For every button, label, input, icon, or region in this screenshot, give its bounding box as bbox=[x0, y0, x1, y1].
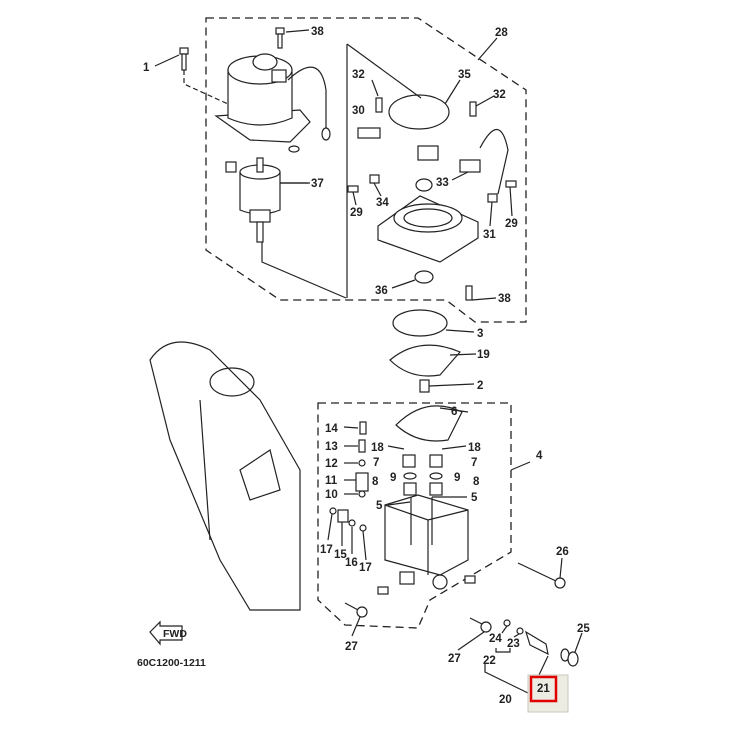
o-ring-3 bbox=[392, 309, 448, 337]
callout[interactable]: 32 bbox=[352, 69, 365, 81]
screw-32-left bbox=[375, 97, 383, 113]
bolt-26 bbox=[554, 577, 566, 589]
callout[interactable]: 27 bbox=[345, 641, 358, 653]
callout[interactable]: 5 bbox=[376, 500, 383, 512]
callout[interactable]: 31 bbox=[483, 229, 496, 241]
screw-38-top bbox=[275, 27, 285, 49]
callout[interactable]: 8 bbox=[372, 476, 379, 488]
callout[interactable]: 25 bbox=[577, 623, 590, 635]
brush-31 bbox=[487, 193, 498, 203]
callout[interactable]: 30 bbox=[352, 105, 365, 117]
callout[interactable]: 7 bbox=[471, 457, 477, 469]
callout[interactable]: 5 bbox=[471, 492, 478, 504]
filter-2 bbox=[419, 379, 430, 393]
brush-holder-30 bbox=[357, 127, 381, 139]
callout[interactable]: 14 bbox=[325, 423, 338, 435]
callout[interactable]: 16 bbox=[345, 557, 358, 569]
spring-29-right bbox=[505, 180, 517, 188]
spring-14 bbox=[359, 421, 367, 435]
callout[interactable]: 37 bbox=[311, 178, 324, 190]
callout[interactable]: 27 bbox=[448, 653, 461, 665]
motor-housing bbox=[214, 53, 311, 143]
terminal bbox=[417, 145, 439, 161]
callout[interactable]: 15 bbox=[334, 549, 347, 561]
callout[interactable]: 9 bbox=[454, 472, 460, 484]
callout[interactable]: 34 bbox=[376, 197, 389, 209]
callout[interactable]: 3 bbox=[477, 328, 483, 340]
callout[interactable]: 24 bbox=[489, 633, 502, 645]
callout[interactable]: 18 bbox=[468, 442, 481, 454]
valve-11 bbox=[355, 472, 369, 492]
callout[interactable]: 6 bbox=[451, 406, 457, 418]
callout[interactable]: 33 bbox=[436, 177, 449, 189]
callout[interactable]: 7 bbox=[373, 457, 379, 469]
plate-19 bbox=[389, 344, 461, 377]
callout[interactable]: 26 bbox=[556, 546, 569, 558]
callout[interactable]: 17 bbox=[320, 544, 333, 556]
svg-text:FWD: FWD bbox=[163, 628, 187, 640]
callout[interactable]: 4 bbox=[536, 450, 543, 462]
callout[interactable]: 13 bbox=[325, 441, 338, 453]
callout[interactable]: 1 bbox=[143, 62, 150, 74]
callout[interactable]: 29 bbox=[350, 207, 363, 219]
leader-lines bbox=[154, 29, 583, 653]
callout[interactable]: 28 bbox=[495, 27, 508, 39]
callout[interactable]: 8 bbox=[473, 476, 480, 488]
callout[interactable]: 29 bbox=[505, 218, 518, 230]
callout[interactable]: 2 bbox=[477, 380, 483, 392]
callout[interactable]: 9 bbox=[390, 472, 396, 484]
callout[interactable]: 20 bbox=[499, 694, 512, 706]
callout[interactable]: 12 bbox=[325, 458, 338, 470]
callout[interactable]: 17 bbox=[359, 562, 372, 574]
diagram-code: 60C1200-1211 bbox=[137, 657, 206, 669]
highlight-backdrop bbox=[527, 674, 569, 713]
pump-body bbox=[384, 494, 469, 590]
callout[interactable]: 23 bbox=[507, 638, 520, 650]
callout[interactable]: 35 bbox=[458, 69, 471, 81]
callout[interactable]: 22 bbox=[483, 655, 496, 667]
fwd-arrow-icon: FWD bbox=[149, 620, 187, 646]
callout[interactable]: 36 bbox=[375, 285, 388, 297]
motor-assembly-boundary bbox=[205, 17, 527, 323]
callout-labels: 38 1 28 35 32 32 30 37 33 34 29 29 31 36… bbox=[143, 26, 590, 706]
brush-34 bbox=[369, 174, 380, 184]
bolt-27-left bbox=[356, 606, 368, 618]
o-ring-35 bbox=[388, 94, 450, 130]
screw-38-bottom bbox=[465, 285, 473, 301]
valve-20 bbox=[524, 630, 549, 656]
bolt-27-right bbox=[480, 621, 492, 633]
armature-37 bbox=[225, 157, 281, 243]
bolt-1 bbox=[179, 47, 189, 71]
spring-29-left bbox=[347, 185, 359, 193]
highlighted-callout-21[interactable] bbox=[529, 675, 558, 703]
callout[interactable]: 18 bbox=[371, 442, 384, 454]
valve-plate bbox=[395, 405, 463, 442]
callout[interactable]: 32 bbox=[493, 89, 506, 101]
o-ring-25 bbox=[567, 651, 579, 667]
callout[interactable]: 38 bbox=[311, 26, 324, 38]
callout[interactable]: 11 bbox=[325, 475, 338, 487]
trim-cylinder bbox=[149, 341, 301, 611]
callout[interactable]: 21 bbox=[537, 683, 550, 695]
brush-holder-33 bbox=[459, 159, 481, 173]
callout[interactable]: 10 bbox=[325, 489, 338, 501]
callout[interactable]: 38 bbox=[498, 293, 511, 305]
pin-13 bbox=[358, 439, 366, 453]
end-cap bbox=[377, 178, 479, 284]
callout[interactable]: 19 bbox=[477, 349, 490, 361]
screw-32-right bbox=[469, 101, 477, 117]
